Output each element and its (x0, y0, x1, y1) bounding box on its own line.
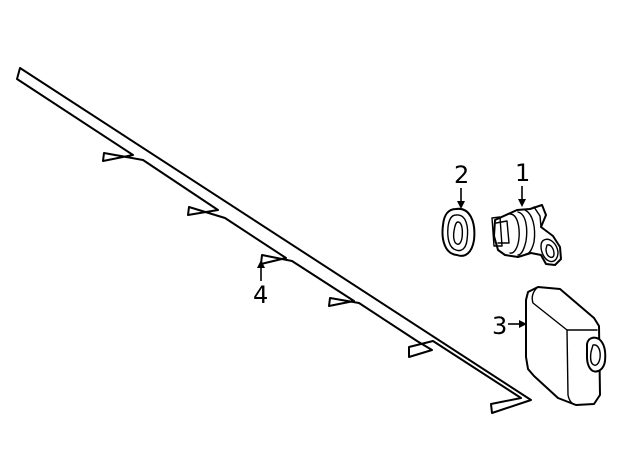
callout-1: 1 (515, 159, 530, 207)
callout-2-label: 2 (454, 161, 469, 189)
callout-3-label: 3 (492, 312, 507, 340)
callout-4-label: 4 (253, 281, 268, 309)
callout-1-arrowhead (518, 199, 526, 207)
callout-4-arrowhead (257, 260, 265, 268)
callout-3-arrowhead (519, 320, 527, 328)
callout-4: 4 (253, 260, 268, 309)
callout-2-arrowhead (457, 201, 465, 209)
parking-sensor[interactable] (491, 204, 562, 266)
callout-1-label: 1 (515, 159, 530, 187)
wiring-harness[interactable] (16, 67, 532, 414)
control-module[interactable] (525, 286, 607, 406)
grommet[interactable] (441, 207, 476, 257)
callout-2: 2 (454, 161, 469, 209)
callout-3: 3 (492, 312, 527, 340)
